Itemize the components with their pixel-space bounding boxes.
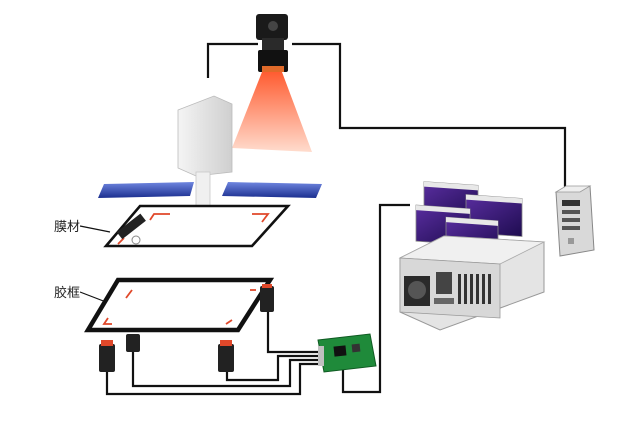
frame-label: 胶框 (54, 282, 80, 301)
tower-controller-icon (556, 186, 594, 256)
film-label: 膜材 (54, 216, 80, 235)
sensor-right (260, 284, 274, 312)
panel-right (222, 182, 322, 198)
film-sheet (106, 206, 288, 246)
wire-camera-tower (292, 44, 565, 190)
light-cone-icon (232, 72, 312, 152)
sensor-left2 (99, 340, 115, 372)
frame-leader (80, 292, 106, 302)
sensor-mid (218, 340, 234, 372)
wire-sensor-right (268, 312, 320, 352)
camera-icon (232, 14, 312, 152)
frame-board (88, 280, 270, 330)
wire-camera-bracket (208, 44, 258, 78)
wire-sensor-left2 (107, 364, 320, 394)
panel-left (98, 182, 194, 198)
industrial-pc-icon (400, 236, 544, 330)
io-card-icon (318, 334, 376, 372)
sensor-left1 (126, 334, 140, 352)
film-leader (80, 226, 110, 232)
